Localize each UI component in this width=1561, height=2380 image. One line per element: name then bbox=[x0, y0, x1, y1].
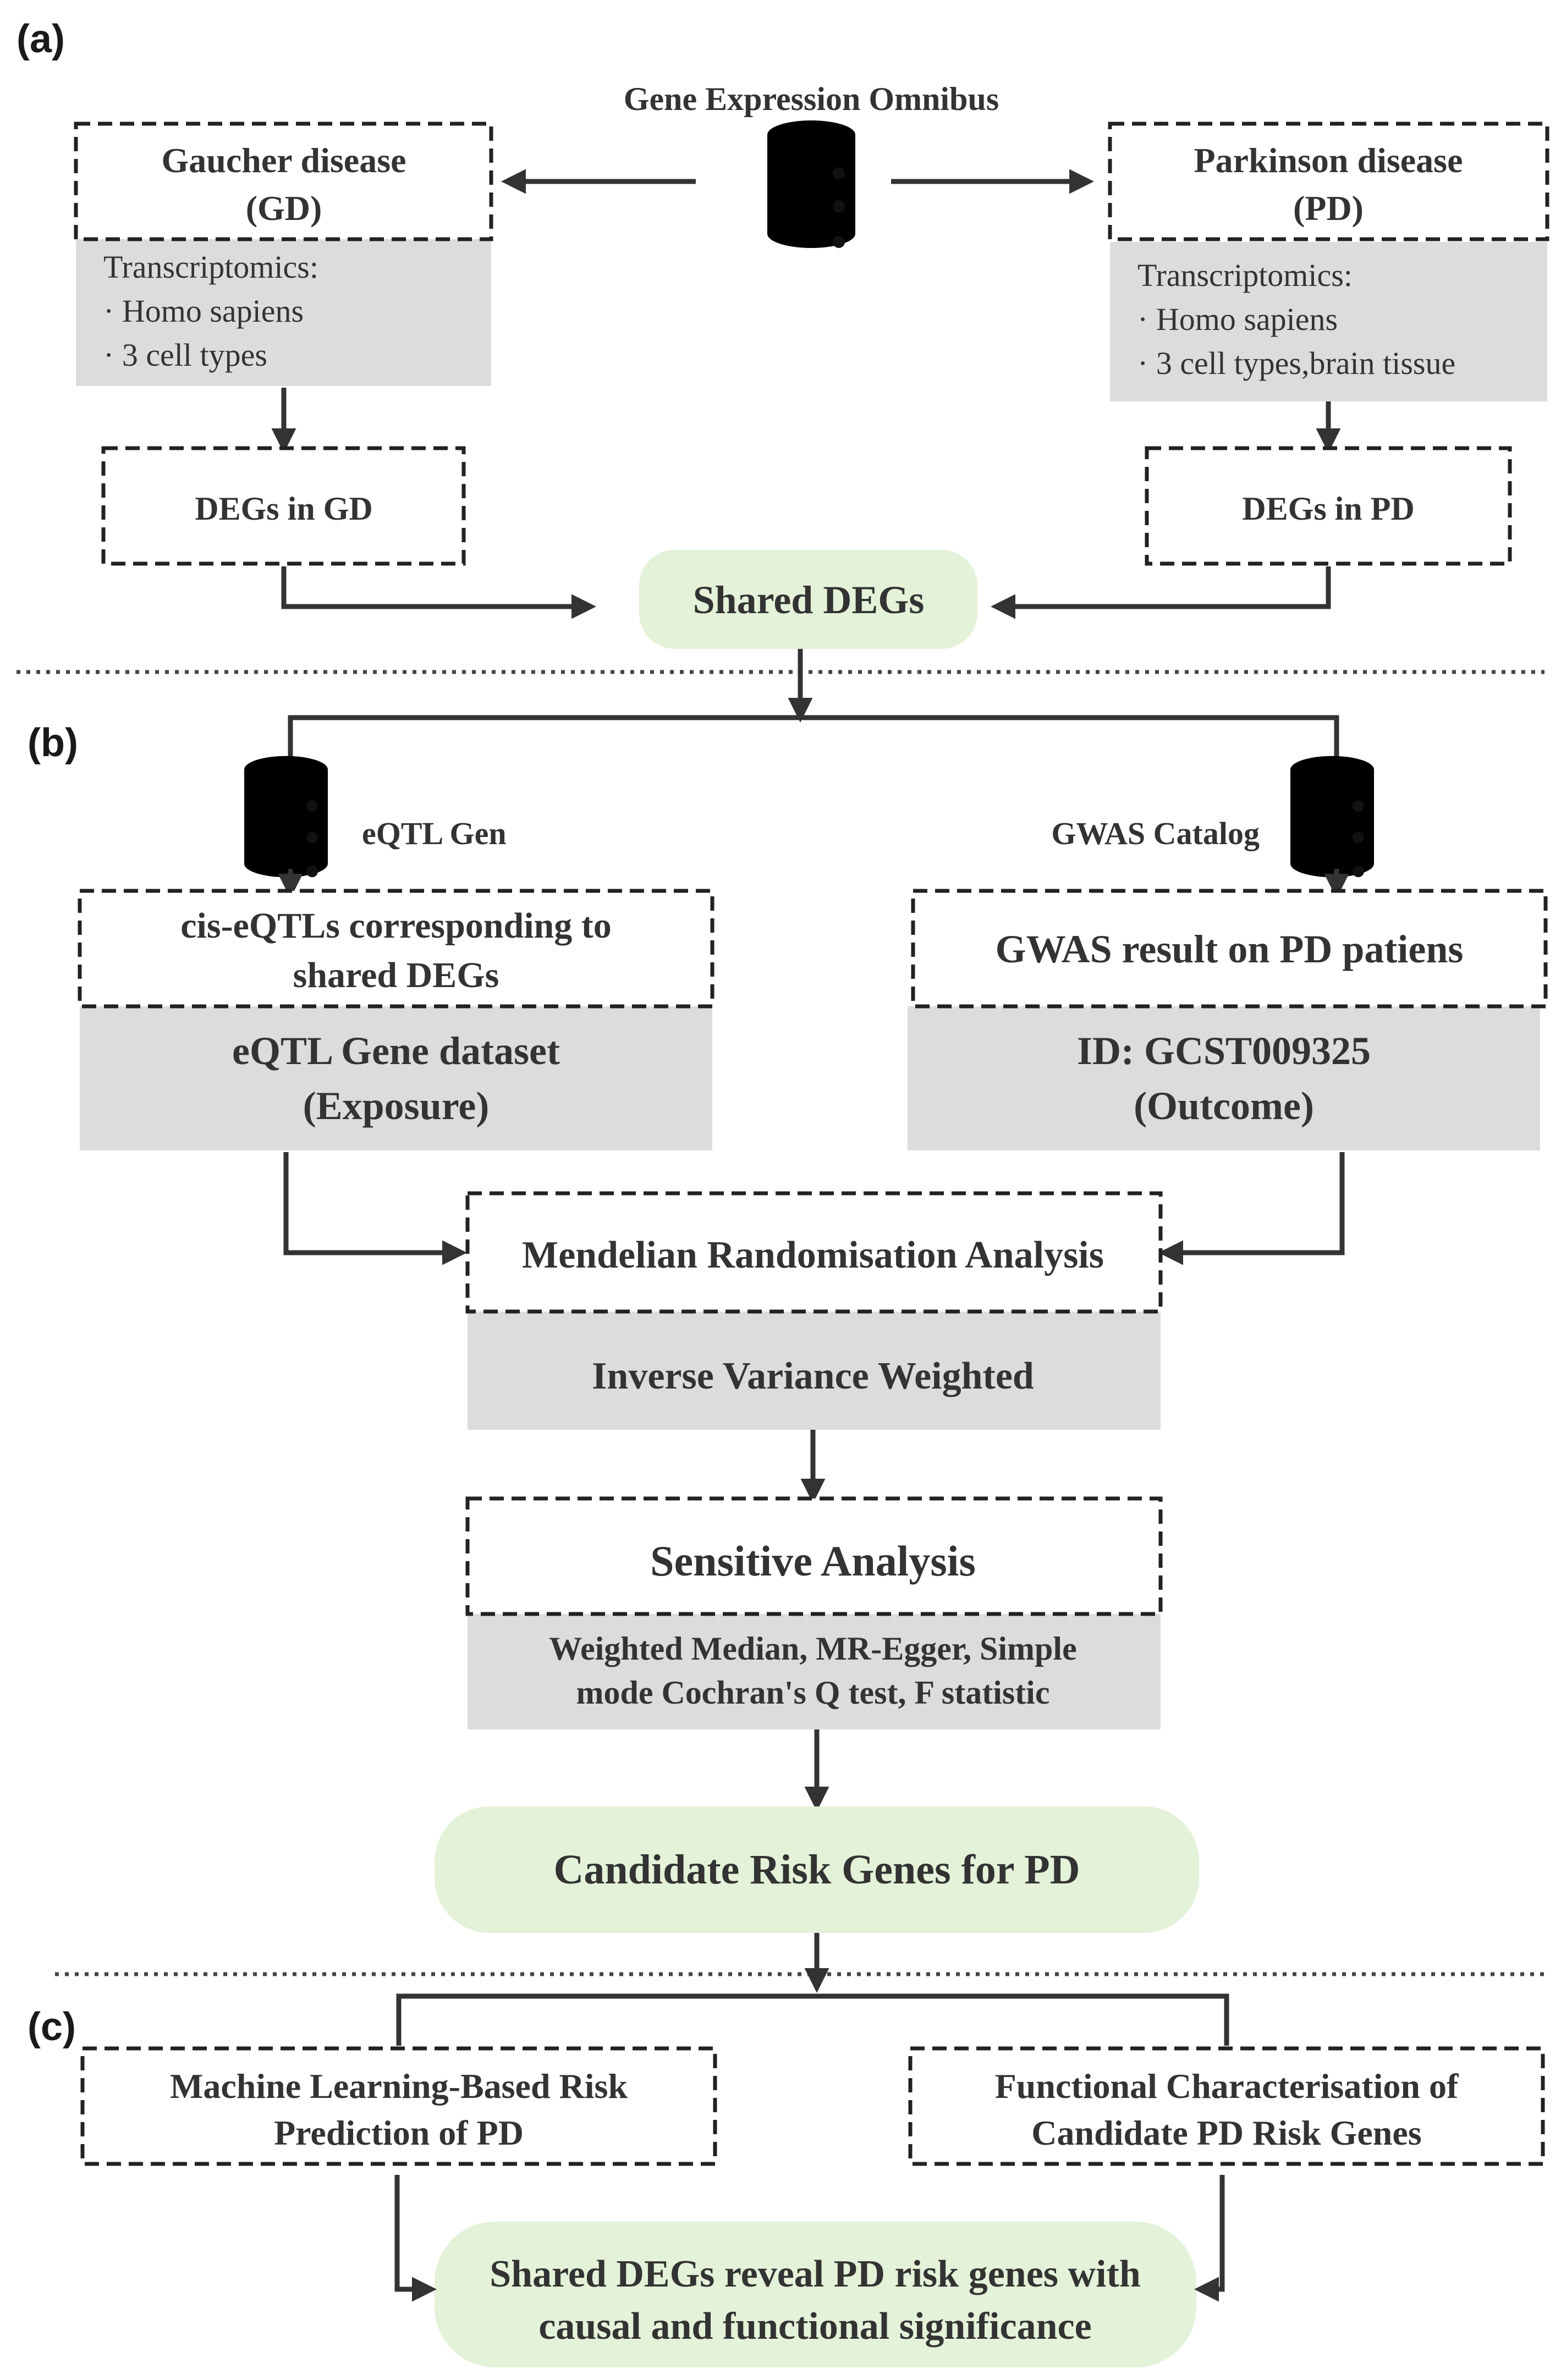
sensitive-box bbox=[465, 1496, 1163, 1616]
sensitive-title: Sensitive Analysis bbox=[650, 1537, 976, 1585]
split-connector bbox=[288, 715, 1339, 777]
degs-gd-box bbox=[101, 446, 466, 566]
shared-degs-pill bbox=[639, 550, 977, 649]
pd-detail-line: · Homo sapiens bbox=[1137, 301, 1338, 337]
degs-pd-label: DEGs in PD bbox=[1242, 491, 1414, 527]
section-label-b: (b) bbox=[28, 721, 78, 765]
section-label-a: (a) bbox=[17, 17, 65, 61]
arrow-outcome-to-mr bbox=[1158, 1152, 1345, 1265]
arrow-degs-pd-to-shared bbox=[991, 566, 1331, 619]
exposure-box bbox=[78, 889, 714, 1009]
ml-title: Prediction of PD bbox=[274, 2113, 524, 2152]
gd-details-box bbox=[76, 236, 491, 386]
outcome-details-box bbox=[908, 1006, 1540, 1150]
functional-title: Functional Characterisation of bbox=[995, 2067, 1459, 2106]
mr-title: Mendelian Randomisation Analysis bbox=[522, 1234, 1104, 1276]
gwas-source-label: GWAS Catalog bbox=[1051, 816, 1260, 851]
outcome-title: GWAS result on PD patiens bbox=[996, 927, 1464, 971]
eqtl-source-label: eQTL Gen bbox=[362, 816, 507, 851]
arrow-ml-to-conclusion bbox=[394, 2175, 437, 2302]
candidates-pill bbox=[435, 1806, 1199, 1933]
exposure-title: shared DEGs bbox=[293, 955, 499, 995]
shared-degs-label: Shared DEGs bbox=[693, 578, 925, 622]
arrow-functional-to-conclusion bbox=[1194, 2175, 1225, 2302]
gd-title: Gaucher disease bbox=[161, 141, 406, 180]
candidates-label: Candidate Risk Genes for PD bbox=[553, 1847, 1080, 1893]
mr-method-box bbox=[468, 1312, 1161, 1430]
geo-source-label: Gene Expression Omnibus bbox=[624, 81, 999, 117]
database-icon bbox=[244, 756, 328, 878]
ml-box bbox=[80, 2046, 717, 2166]
exposure-title: cis-eQTLs corresponding to bbox=[180, 906, 611, 946]
outcome-id: ID: GCST009325 bbox=[1077, 1029, 1371, 1073]
sensitive-methods-box bbox=[468, 1614, 1161, 1729]
exposure-role: (Exposure) bbox=[303, 1084, 490, 1128]
mr-method: Inverse Variance Weighted bbox=[592, 1355, 1034, 1397]
sensitive-methods: Weighted Median, MR-Egger, Simple bbox=[549, 1630, 1076, 1667]
conclusion-text: Shared DEGs reveal PD risk genes with bbox=[490, 2253, 1141, 2295]
gd-box bbox=[74, 122, 493, 241]
database-icon bbox=[1290, 756, 1374, 878]
pd-title: Parkinson disease bbox=[1194, 141, 1463, 180]
outcome-role: (Outcome) bbox=[1134, 1084, 1314, 1128]
exposure-details-box bbox=[80, 1006, 712, 1150]
degs-pd-box bbox=[1145, 446, 1512, 566]
arrow-degs-gd-to-shared bbox=[281, 566, 596, 619]
gd-detail-line: · Homo sapiens bbox=[103, 293, 304, 329]
exposure-dataset: eQTL Gene dataset bbox=[232, 1029, 560, 1073]
arrow-exposure-to-mr bbox=[283, 1152, 467, 1265]
pd-detail-line: Transcriptomics: bbox=[1137, 257, 1353, 293]
pd-details-box bbox=[1110, 242, 1547, 401]
functional-box bbox=[908, 2046, 1545, 2166]
gd-detail-line: Transcriptomics: bbox=[103, 249, 318, 285]
pd-detail-line: · 3 cell types,brain tissue bbox=[1137, 345, 1455, 381]
database-icon bbox=[767, 120, 855, 248]
functional-title: Candidate PD Risk Genes bbox=[1031, 2113, 1421, 2152]
degs-gd-label: DEGs in GD bbox=[195, 491, 372, 527]
pd-box bbox=[1108, 122, 1549, 241]
split-connector bbox=[396, 1993, 1229, 2046]
conclusion-text: causal and functional significance bbox=[538, 2305, 1091, 2348]
pd-abbrev: (PD) bbox=[1293, 189, 1364, 228]
sensitive-methods: mode Cochran's Q test, F statistic bbox=[576, 1674, 1050, 1711]
section-label-c: (c) bbox=[28, 2005, 76, 2049]
outcome-box bbox=[911, 889, 1548, 1009]
conclusion-pill bbox=[435, 2222, 1196, 2367]
ml-title: Machine Learning-Based Risk bbox=[170, 2067, 628, 2106]
mr-box bbox=[465, 1191, 1163, 1314]
gd-abbrev: (GD) bbox=[246, 189, 322, 228]
gd-detail-line: · 3 cell types bbox=[103, 337, 267, 373]
